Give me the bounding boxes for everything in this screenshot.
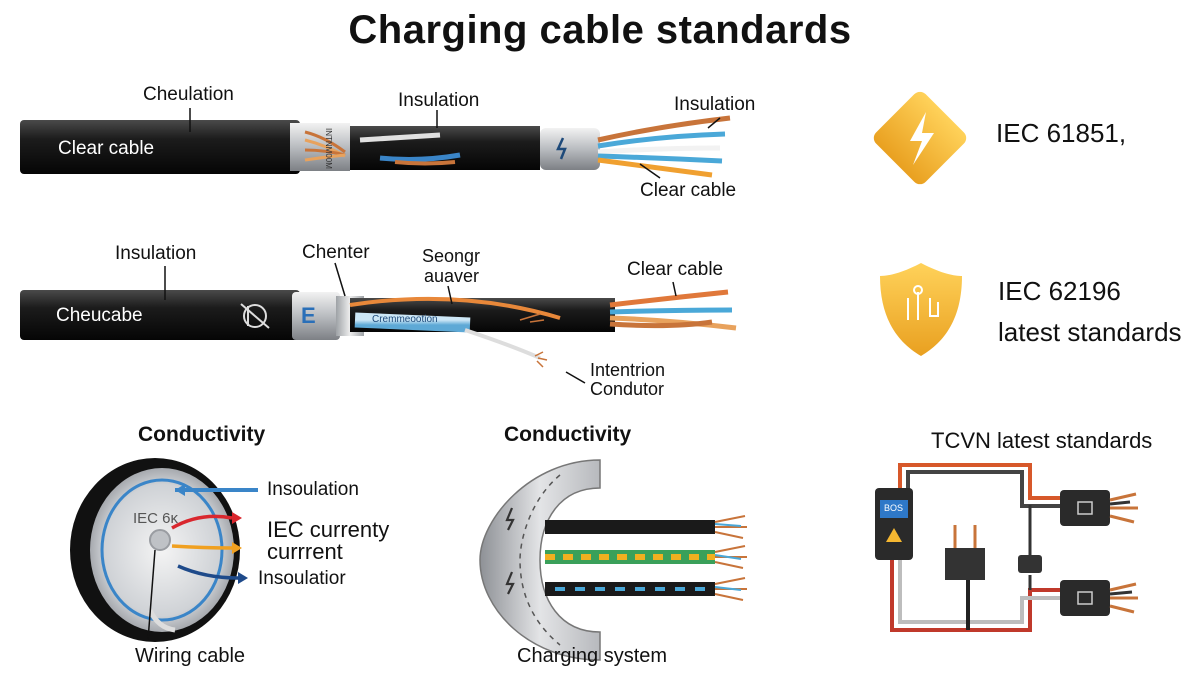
lightning-warning-icon <box>873 91 967 185</box>
iec-61851-text: IEC 61851, <box>996 118 1127 148</box>
control-box-screen-text: BOS <box>884 503 904 513</box>
crossed-plug-icon <box>240 303 270 329</box>
cable-two-callout-bottom-line2: Condutor <box>590 379 665 399</box>
cable-one <box>20 108 731 179</box>
panel-right-wiring <box>875 463 1138 632</box>
panel-left-disc <box>70 458 258 642</box>
cable-two-blue-core <box>354 312 471 333</box>
charging-plug <box>945 548 985 580</box>
cable-one-callout-bottom: Clear cable <box>640 180 737 201</box>
cable-one-fanned-wires <box>597 115 731 178</box>
cable-two <box>20 262 737 384</box>
iec-62196-text: IEC 62196 <box>998 276 1121 306</box>
latest-standards-text: latest standards <box>998 317 1182 347</box>
lightning-icon <box>505 571 515 595</box>
cable-two-ferrule <box>292 292 340 340</box>
shield-plug-icon <box>880 263 962 356</box>
panel-left-caption: Wiring cable <box>135 645 246 667</box>
cable-two-callout-center: Chenter <box>302 242 370 263</box>
cable-one-callout-left: Cheulation <box>143 84 234 105</box>
cable-one-strands <box>304 130 346 162</box>
connector-box-bottom <box>1060 580 1110 616</box>
cable-two-body-label: Cheucabe <box>56 305 143 326</box>
panel-left-label-1: Insoulation <box>267 479 359 500</box>
inline-connector <box>1018 555 1042 573</box>
cable-two-callout-left: Insulation <box>115 243 197 264</box>
lightning-icon <box>556 137 567 160</box>
page-title: Charging cable standards <box>348 8 852 52</box>
panel-right-heading: TCVN latest standards <box>931 428 1153 453</box>
cable-one-band-text: INTNM00M <box>324 128 333 169</box>
cable-one-shield-band <box>290 123 350 171</box>
panel-left-label-3: Insoulatior <box>258 568 346 589</box>
cable-two-callout-bottom-line1: Intentrion <box>590 360 666 380</box>
panel-mid-heading: Conductivity <box>504 423 632 446</box>
cable-two-callout-mid-line1: Seongr <box>422 246 481 266</box>
panel-left-label-2-line1: IEC currenty <box>267 517 390 542</box>
cable-one-ferrule <box>540 128 600 170</box>
cable-two-fanned-wires <box>609 289 737 331</box>
control-box <box>875 488 913 560</box>
lightning-icon <box>505 507 515 531</box>
cable-two-ferrule-letter: E <box>301 303 316 328</box>
panel-mid-caption: Charging system <box>517 645 668 667</box>
cable-two-inner-text: Cremmeootion <box>372 314 438 325</box>
cable-two-callout-mid-line2: auaver <box>424 266 480 286</box>
panel-left-heading: Conductivity <box>138 423 266 446</box>
cable-two-jacket <box>20 290 300 340</box>
cable-one-body-label: Clear cable <box>58 138 155 159</box>
connector-box-top <box>1060 490 1110 526</box>
disc-text: IEC 6κ <box>133 510 179 527</box>
panel-left-label-2-line2: currrent <box>267 539 343 564</box>
cable-one-jacket <box>20 120 300 174</box>
cable-one-white-wire <box>359 132 441 143</box>
cable-one-callout-mid: Insulation <box>398 90 480 111</box>
cable-one-callout-right: Insulation <box>674 94 756 115</box>
panel-mid-conduit <box>479 459 747 661</box>
cable-two-callout-right: Clear cable <box>627 259 724 280</box>
